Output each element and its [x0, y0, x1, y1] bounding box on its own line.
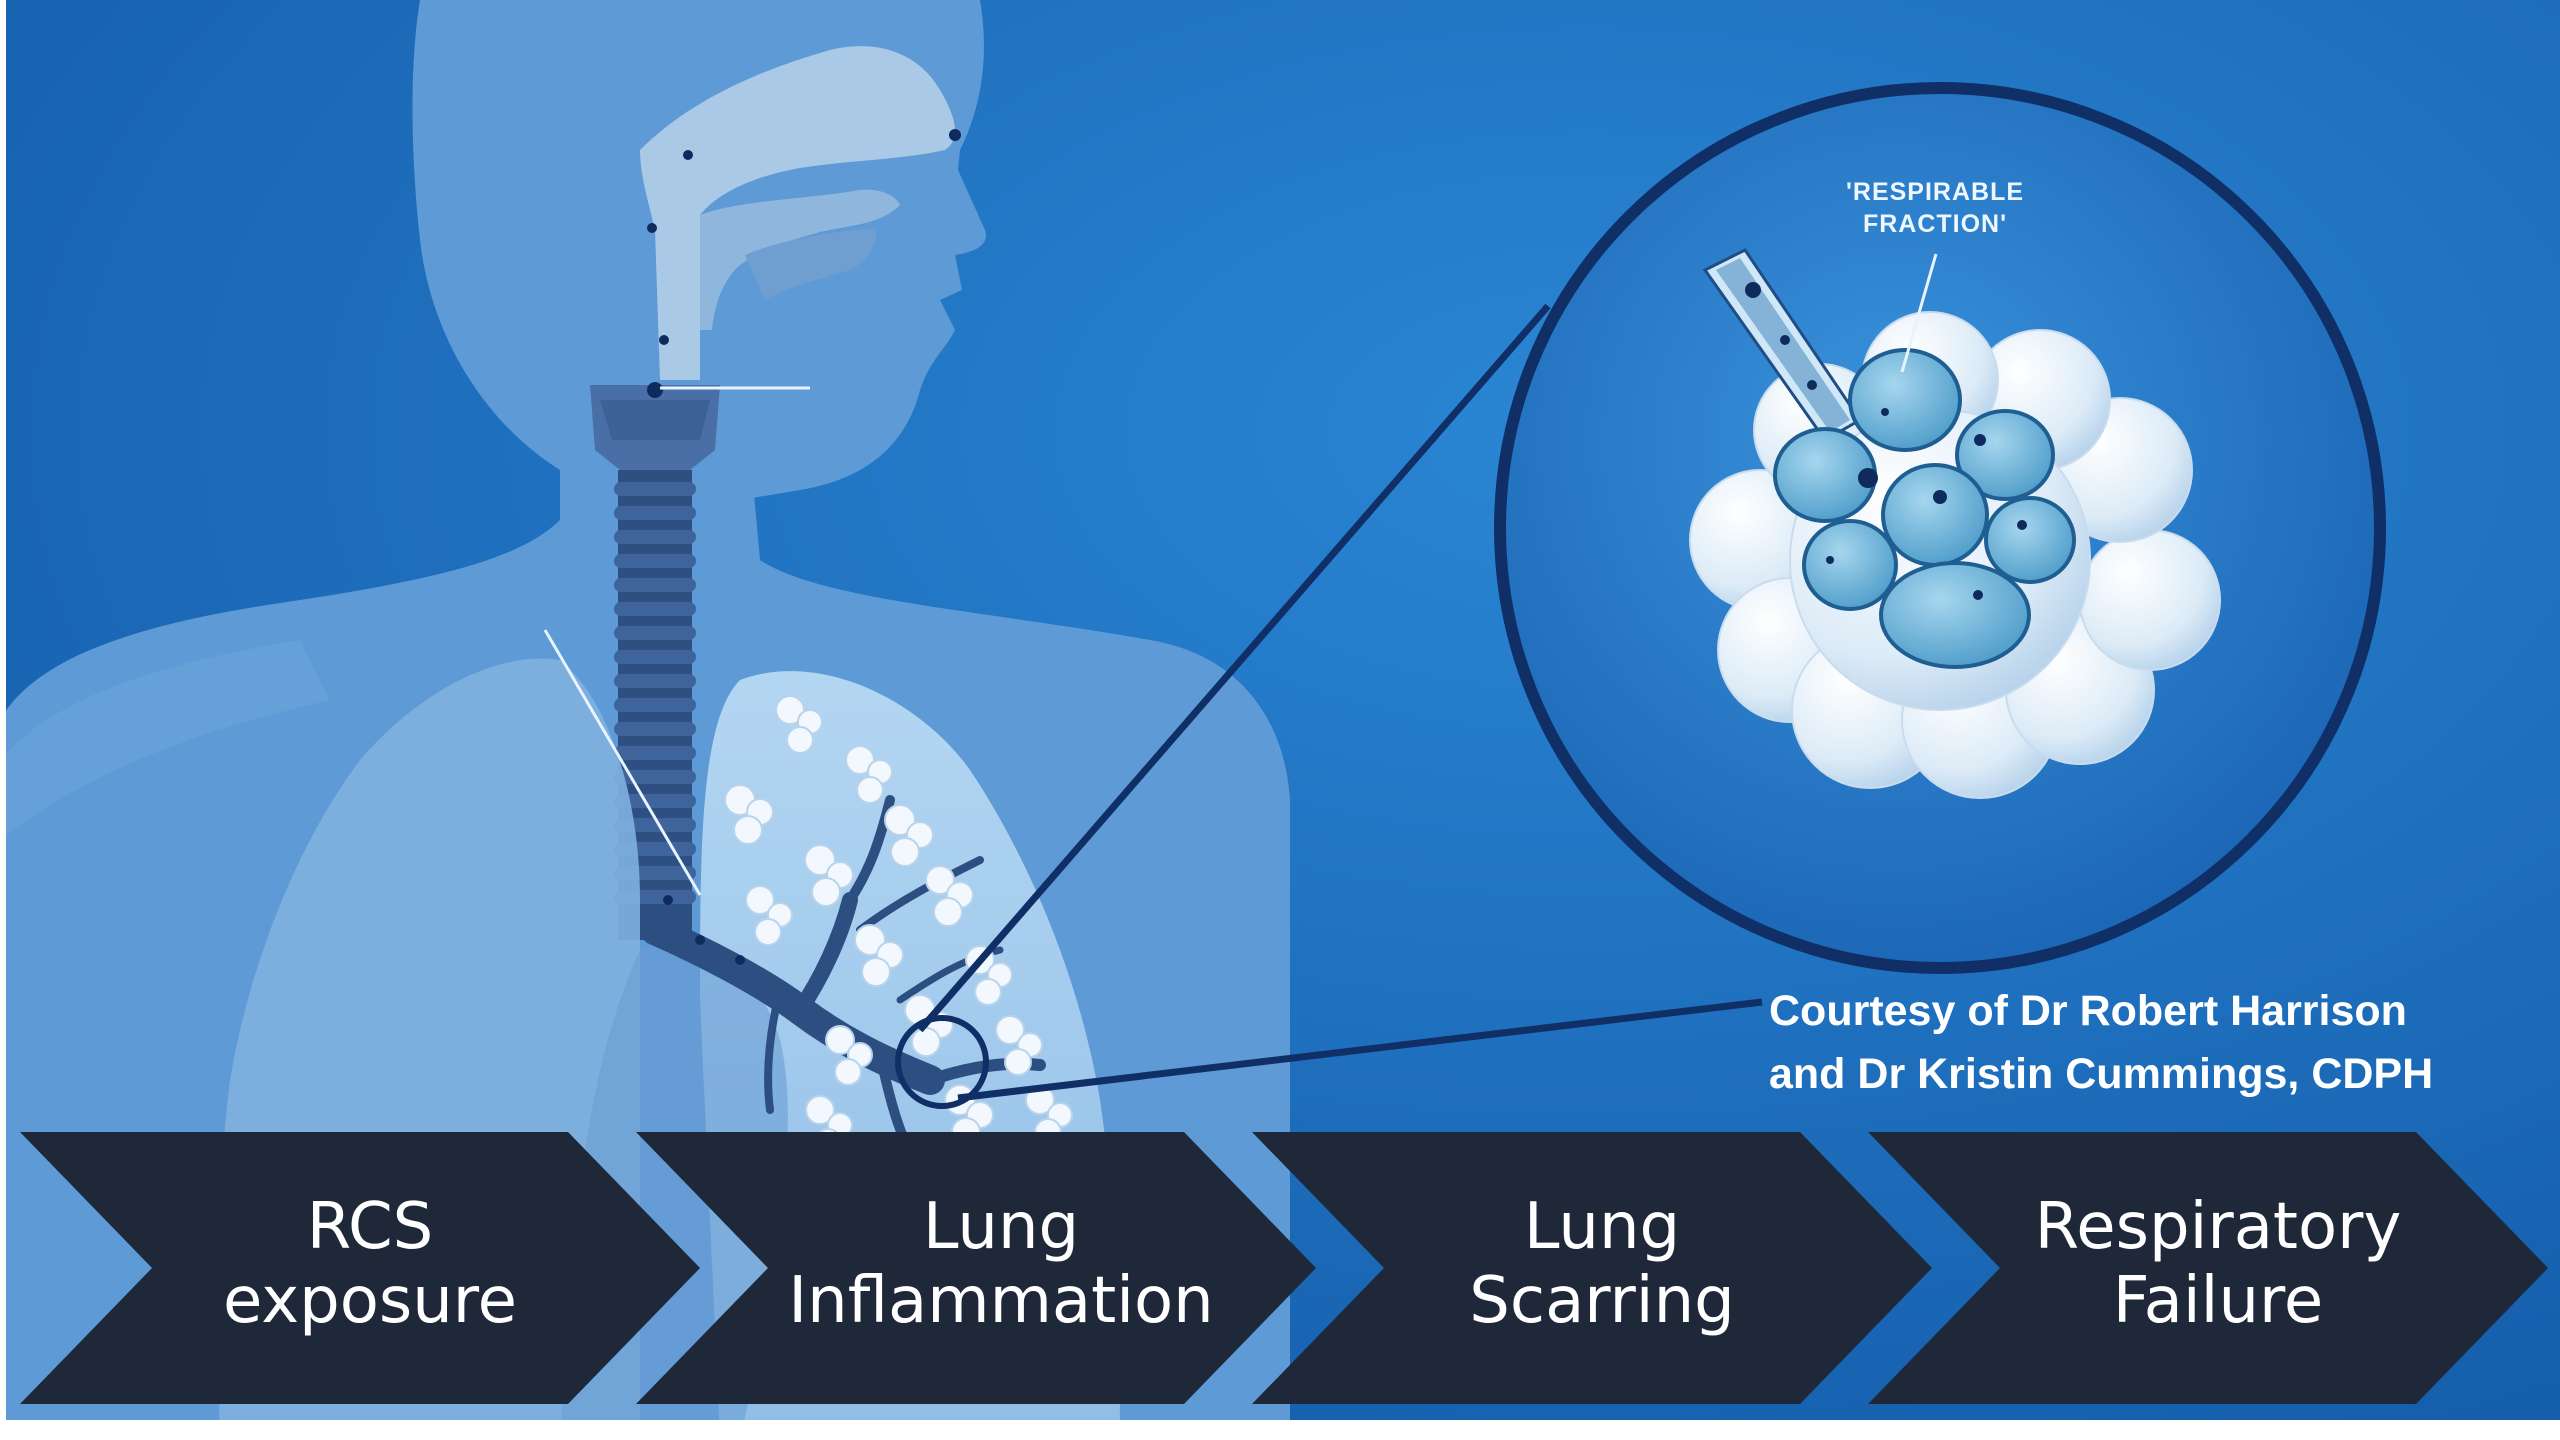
credit-line-2: and Dr Kristin Cummings, CDPH [1769, 1043, 2529, 1106]
step-2-line-2: Inflammation [788, 1264, 1213, 1338]
respirable-fraction-label: 'RESPIRABLE FRACTION' [1790, 176, 2080, 240]
credit-caption: Courtesy of Dr Robert Harrison and Dr Kr… [1769, 980, 2529, 1106]
step-2-line-1: Lung [923, 1190, 1079, 1264]
step-3-line-2: Scarring [1469, 1264, 1735, 1338]
step-4-line-1: Respiratory [2035, 1190, 2402, 1264]
respirable-fraction-line-1: 'RESPIRABLE [1790, 176, 2080, 208]
step-1-line-2: exposure [223, 1264, 517, 1338]
respirable-fraction-line-2: FRACTION' [1790, 208, 2080, 240]
step-1-line-1: RCS [307, 1190, 434, 1264]
step-respiratory-failure: Respiratory Failure [1938, 1184, 2498, 1344]
step-3-line-1: Lung [1524, 1190, 1680, 1264]
step-lung-scarring: Lung Scarring [1322, 1184, 1882, 1344]
credit-line-1: Courtesy of Dr Robert Harrison [1769, 980, 2529, 1043]
step-lung-inflammation: Lung Inflammation [706, 1184, 1296, 1344]
step-rcs-exposure: RCS exposure [90, 1184, 650, 1344]
step-4-line-2: Failure [2113, 1264, 2324, 1338]
